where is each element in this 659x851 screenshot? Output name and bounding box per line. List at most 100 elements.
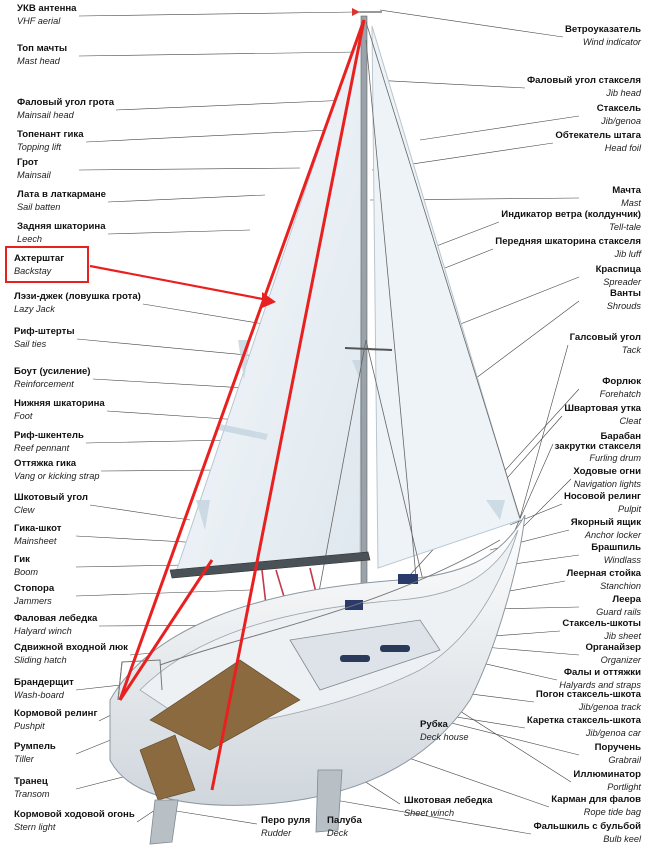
label-bulb-keel-en: Bulb keel <box>603 833 641 844</box>
label-shrouds-en: Shrouds <box>606 300 641 311</box>
backstay-highlight-box <box>5 246 89 283</box>
label-guard-rails-en: Guard rails <box>596 606 641 617</box>
label-furling-drum-en: Furling drum <box>589 453 641 464</box>
cockpit-floor <box>149 659 301 751</box>
label-backstay-ru: Ахтерштаг <box>14 253 65 264</box>
label-sail-batten-ru: Лата в латкармане <box>17 189 107 200</box>
label-spreader-ru: Краспица <box>595 264 641 275</box>
label-mainsail-en: Mainsail <box>17 169 51 180</box>
label-sliding-hatch-en: Sliding hatch <box>14 654 67 665</box>
label-mainsail-head-en: Mainsail head <box>17 109 74 120</box>
label-mainsail-ru: Грот <box>17 157 39 168</box>
label-shrouds-ru: Ванты <box>610 288 641 299</box>
forehatch-shape <box>398 574 418 584</box>
label-topping-lift-en: Topping lift <box>17 141 62 152</box>
railings <box>117 539 501 701</box>
label-portlight-en: Portlight <box>607 781 641 792</box>
label-jib-head-ru: Фаловый угол стакселя <box>526 75 641 86</box>
label-mainsheet-en: Mainsheet <box>14 535 57 546</box>
label-foot-ru: Нижняя шкаторина <box>14 398 105 409</box>
label-mainsheet-ru: Гика-шкот <box>14 523 62 534</box>
rudder-shape <box>149 799 179 845</box>
label-jib-track-ru: Погон стаксель-шкота <box>535 689 641 700</box>
label-deck-house-ru: Рубка <box>420 719 448 730</box>
label-jib-ru: Стаксель <box>596 103 641 114</box>
label-clew-ru: Шкотовый угол <box>14 492 88 503</box>
label-organizer-ru: Органайзер <box>585 642 641 653</box>
label-mast-ru: Мачта <box>612 185 641 196</box>
mast-shape <box>360 15 368 603</box>
label-halyard-winch-ru: Фаловая лебедка <box>14 613 98 624</box>
label-reinforcement-en: Reinforcement <box>14 378 74 389</box>
label-grabrail-ru: Поручень <box>594 742 641 753</box>
wind-indicator-icon <box>352 8 382 16</box>
transom-steps <box>139 734 196 801</box>
label-tiller-en: Tiller <box>14 753 34 764</box>
label-reinforcement: Боут (усиление)Reinforcement <box>14 367 91 389</box>
label-cleat-ru: Швартовая утка <box>564 403 641 414</box>
label-tell-tale-ru: Индикатор ветра (колдунчик) <box>501 209 641 220</box>
label-navigation-lights-ru: Ходовые огни <box>573 466 641 477</box>
label-cleat-en: Cleat <box>619 415 641 426</box>
label-jib-luff-en: Jib luff <box>614 248 641 259</box>
label-sail-ties-ru: Риф-штерты <box>14 326 75 337</box>
label-lazy-jack: Лэзи-джек (ловушка грота)Lazy Jack <box>14 292 141 314</box>
label-sail-ties-en: Sail ties <box>14 338 47 349</box>
label-halyards-ru: Фалы и оттяжки <box>563 667 641 678</box>
label-tack-en: Tack <box>621 344 641 355</box>
label-windlass-ru: Брашпиль <box>591 542 641 553</box>
backstay-lines <box>118 19 366 791</box>
label-tell-tale: Индикатор ветра (колдунчик)Tell-tale <box>501 210 641 232</box>
boom-shape <box>169 551 371 579</box>
label-portlight-ru: Иллюминатор <box>573 769 641 780</box>
label-boom-ru: Гик <box>14 554 30 565</box>
label-deck-ru: Палуба <box>327 815 362 826</box>
label-vhf-en: VHF aerial <box>17 15 61 26</box>
label-wash-board-ru: Брандерщит <box>14 677 74 688</box>
label-sliding-hatch-ru: Сдвижной входной люк <box>14 642 128 653</box>
label-sheet-winch-en: Sheet winch <box>404 807 455 818</box>
label-reef-pennant-en: Reef pennant <box>14 442 70 453</box>
label-reef-pennant-ru: Риф-шкентель <box>14 430 84 441</box>
label-pulpit-ru: Носовой релинг <box>563 491 641 502</box>
label-stanchion-en: Stanchion <box>600 580 641 591</box>
label-mast-en: Mast <box>621 197 641 208</box>
label-stanchion-ru: Леерная стойка <box>566 568 641 579</box>
label-jib-sheet-ru: Стаксель-шкоты <box>562 618 641 629</box>
label-reinforcement-ru: Боут (усиление) <box>14 366 91 377</box>
label-stern-light-ru: Кормовой ходовой огонь <box>14 809 135 820</box>
